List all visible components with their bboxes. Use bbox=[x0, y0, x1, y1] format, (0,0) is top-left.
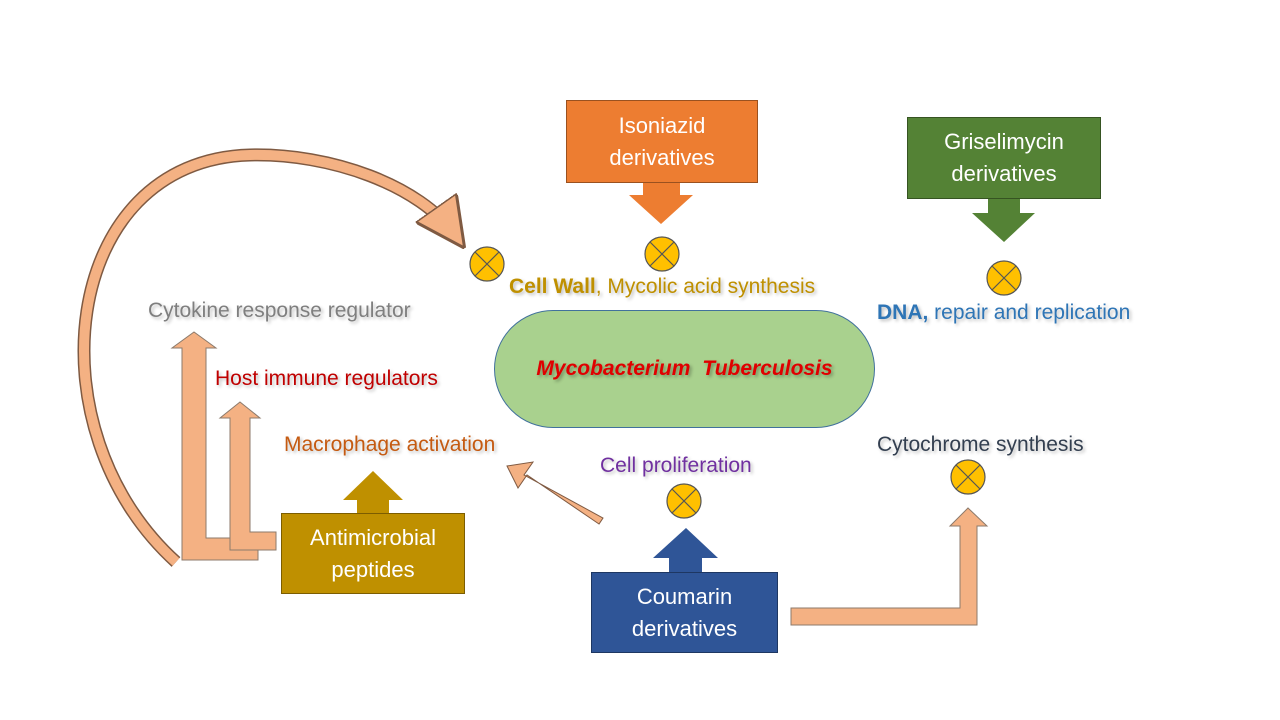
arrow-to-cytochrome bbox=[790, 507, 989, 626]
inhibition-marker-mycolic-acid bbox=[644, 236, 680, 272]
antimicrobial-line2: peptides bbox=[331, 556, 415, 582]
mycobacterium-tuberculosis-cell: Mycobacterium Tuberculosis bbox=[494, 310, 875, 428]
dna-bold: DNA, bbox=[877, 301, 929, 324]
griselimycin-derivatives-box: Griselimycin derivatives bbox=[907, 117, 1101, 199]
inhibition-marker-cell-wall bbox=[469, 246, 505, 282]
cell-wall-bold: Cell Wall bbox=[509, 275, 596, 298]
griselimycin-arrow-head bbox=[972, 198, 1035, 242]
cell-wall-label: Cell Wall, Mycolic acid synthesis bbox=[509, 275, 815, 299]
coumarin-arrow-head bbox=[653, 528, 718, 572]
coumarin-derivatives-box: Coumarin derivatives bbox=[591, 572, 778, 653]
isoniazid-line1: Isoniazid bbox=[618, 112, 706, 138]
inhibition-marker-cell-proliferation bbox=[666, 483, 702, 519]
inhibition-marker-dna bbox=[986, 260, 1022, 296]
curved-arrow-to-cell-wall bbox=[77, 148, 462, 567]
antimicrobial-arrow-head bbox=[343, 471, 403, 513]
arrow-to-macrophage bbox=[506, 461, 604, 525]
isoniazid-arrow-head bbox=[629, 182, 693, 224]
isoniazid-line2: derivatives bbox=[609, 144, 715, 170]
coumarin-line2: derivatives bbox=[631, 615, 738, 641]
antimicrobial-line1: Antimicrobial bbox=[310, 524, 436, 550]
cell-proliferation-label: Cell proliferation bbox=[600, 454, 752, 477]
cytokine-regulator-label: Cytokine response regulator bbox=[148, 299, 411, 322]
host-immune-label: Host immune regulators bbox=[215, 367, 438, 390]
macrophage-activation-label: Macrophage activation bbox=[284, 433, 496, 456]
cytochrome-synthesis-label: Cytochrome synthesis bbox=[877, 433, 1084, 456]
dna-rest: repair and replication bbox=[928, 301, 1131, 324]
antimicrobial-peptides-box: Antimicrobial peptides bbox=[281, 513, 465, 594]
cell-wall-rest: , Mycolic acid synthesis bbox=[595, 275, 816, 298]
griselimycin-line2: derivatives bbox=[951, 161, 1057, 186]
inhibition-marker-cytochrome bbox=[950, 459, 986, 495]
dna-label: DNA, repair and replication bbox=[877, 301, 1130, 325]
griselimycin-line1: Griselimycin bbox=[944, 129, 1064, 154]
organism-label: Mycobacterium Tuberculosis bbox=[536, 357, 833, 380]
isoniazid-derivatives-box: Isoniazid derivatives bbox=[566, 100, 758, 183]
coumarin-line1: Coumarin bbox=[636, 583, 733, 609]
curved-arrow-to-cell-wall-fill bbox=[78, 149, 456, 566]
arrow-to-host-immune bbox=[218, 401, 277, 551]
